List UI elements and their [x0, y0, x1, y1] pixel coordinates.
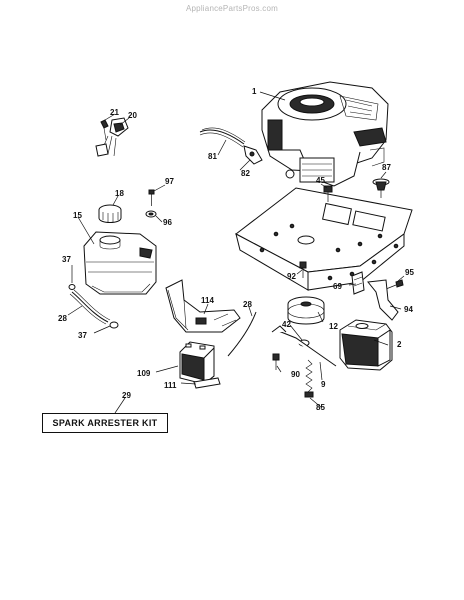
callout-87: 87 [382, 163, 391, 172]
callout-97: 97 [165, 177, 174, 186]
callout-85: 85 [316, 403, 325, 412]
callout-94: 94 [404, 305, 413, 314]
engine-part[interactable] [261, 81, 389, 187]
callout-95: 95 [405, 268, 414, 277]
battery-bracket-part[interactable] [165, 279, 241, 333]
callout-37-bottom: 37 [78, 331, 87, 340]
callout-96: 96 [163, 218, 172, 227]
callout-15: 15 [73, 211, 82, 220]
callout-92: 92 [287, 272, 296, 281]
callout-28-left: 28 [58, 314, 67, 323]
callout-labels: 1 2 9 12 15 18 20 21 28 28 29 37 37 42 4… [58, 87, 414, 412]
callout-109: 109 [137, 369, 151, 378]
watermark-text: AppliancePartsPros.com [186, 4, 278, 13]
screw-part[interactable] [148, 189, 155, 206]
callout-9: 9 [321, 380, 326, 389]
callout-28-right: 28 [243, 300, 252, 309]
hose-clamp-part[interactable] [109, 321, 119, 329]
cable-part[interactable] [227, 311, 257, 357]
callout-29: 29 [122, 391, 131, 400]
callout-114: 114 [201, 296, 214, 305]
leader-lines [67, 91, 405, 414]
pulley-part[interactable] [287, 296, 325, 325]
callout-1: 1 [252, 87, 257, 96]
washer-part[interactable] [145, 210, 157, 218]
fuel-cap-part[interactable] [98, 204, 122, 223]
muffler-part[interactable] [339, 319, 393, 371]
callout-81: 81 [208, 152, 217, 161]
control-rod-part[interactable] [271, 325, 337, 367]
bolt-part[interactable] [299, 261, 307, 278]
callout-20: 20 [128, 111, 137, 120]
exhaust-pipe-part[interactable] [367, 279, 399, 321]
callout-18: 18 [115, 189, 124, 198]
battery-part[interactable] [179, 341, 215, 386]
callout-82: 82 [241, 169, 250, 178]
spark-arrester-kit-label: SPARK ARRESTER KIT [42, 413, 168, 433]
fastener-part[interactable] [372, 178, 390, 198]
clamp-part[interactable] [243, 145, 263, 165]
callout-21: 21 [110, 108, 119, 117]
callout-111: 111 [164, 381, 177, 390]
callout-90: 90 [291, 370, 300, 379]
ignition-switch-part[interactable] [95, 117, 129, 157]
bolt-part[interactable] [304, 359, 314, 398]
fuel-line-part[interactable] [199, 127, 246, 148]
callout-12: 12 [329, 322, 338, 331]
callout-69: 69 [333, 282, 342, 291]
bolt-part[interactable] [272, 353, 280, 370]
fuel-hose-part[interactable] [69, 289, 111, 325]
battery-strap-part[interactable] [193, 377, 221, 389]
callout-45: 45 [316, 176, 325, 185]
fuel-tank-part[interactable] [83, 231, 157, 295]
screw-part[interactable] [385, 279, 404, 290]
engine-mount-plate-part[interactable] [235, 187, 413, 291]
callout-2: 2 [397, 340, 402, 349]
hose-clamp-part[interactable] [68, 284, 76, 290]
callout-37-top: 37 [62, 255, 71, 264]
ignition-key-part[interactable] [100, 119, 109, 141]
callout-42: 42 [282, 320, 291, 329]
muffler-bracket-part[interactable] [351, 271, 365, 295]
